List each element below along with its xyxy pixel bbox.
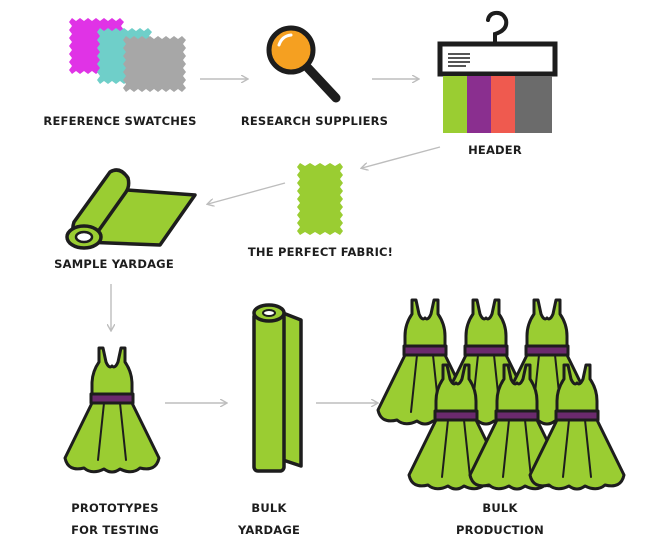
dark-gray-strip bbox=[515, 76, 552, 133]
bulk-yardage-label-line1: BULK bbox=[251, 501, 287, 515]
flow-arrows bbox=[111, 79, 441, 403]
dresses-group-icon bbox=[376, 298, 626, 491]
research-suppliers-label: RESEARCH SUPPLIERS bbox=[240, 114, 389, 128]
bulk-production-label: BULK PRODUCTION bbox=[440, 497, 560, 541]
fabric-swatch-icon bbox=[297, 163, 343, 235]
bulk-production-label-line1: BULK bbox=[482, 501, 518, 515]
header-card bbox=[437, 41, 558, 77]
arrow-header-to-fabric bbox=[362, 146, 441, 168]
fabric-bolt-icon bbox=[252, 303, 303, 473]
magnifying-glass-icon bbox=[266, 25, 341, 103]
lime-strip bbox=[443, 76, 469, 133]
fabric-swatches-icon bbox=[69, 18, 186, 92]
coral-strip bbox=[491, 76, 517, 133]
hanger-header-icon bbox=[437, 10, 558, 133]
prototypes-label-line1: PROTOTYPES bbox=[71, 501, 159, 515]
bulk-yardage-label-line2: YARDAGE bbox=[237, 523, 301, 537]
perfect-fabric-label: THE PERFECT FABRIC! bbox=[247, 245, 394, 259]
arrow-fabric-to-sample bbox=[208, 182, 286, 204]
bulk-yardage-label: BULK YARDAGE bbox=[224, 497, 314, 541]
reference-swatches-label: REFERENCE SWATCHES bbox=[43, 114, 197, 128]
sample-yardage-label: SAMPLE YARDAGE bbox=[54, 257, 174, 271]
bulk-production-label-line2: PRODUCTION bbox=[456, 523, 544, 537]
purple-strip bbox=[467, 76, 493, 133]
dress-icon bbox=[63, 346, 161, 474]
gray-swatch bbox=[123, 36, 186, 92]
prototypes-label-line2: FOR TESTING bbox=[71, 523, 159, 537]
fabric-roll-icon bbox=[65, 168, 197, 250]
header-label: HEADER bbox=[468, 143, 522, 157]
prototypes-label: PROTOTYPES FOR TESTING bbox=[50, 497, 180, 541]
